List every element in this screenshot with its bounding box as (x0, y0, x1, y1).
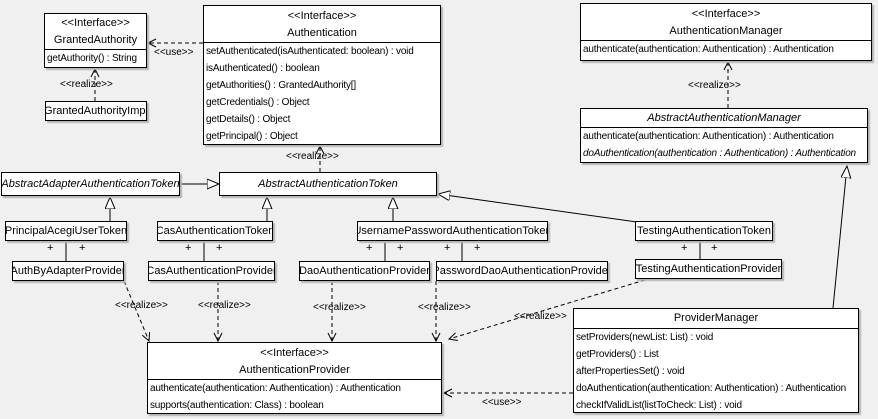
class-username-password-authentication-token[interactable]: UsernamePasswordAuthenticationToken (357, 221, 548, 241)
association-end-plus: + (79, 242, 86, 254)
class-name: TestingAuthenticationToken (637, 225, 771, 237)
association-end-plus: + (216, 242, 223, 254)
class-granted-authority[interactable]: <<Interface>> GrantedAuthority getAuthor… (44, 13, 147, 68)
use-label: <<use>> (154, 47, 194, 58)
class-name: AbstractAuthenticationManager (647, 112, 801, 124)
edge-realize-testingprovider[interactable] (447, 279, 646, 342)
method-label: supports(authentication: Class) : boolea… (150, 400, 324, 411)
method-label: getAuthorities() : GrantedAuthority[] (206, 80, 356, 91)
method-label: authenticate(authentication: Authenticat… (150, 383, 401, 394)
class-abstract-authentication-token[interactable]: AbstractAuthenticationToken (219, 172, 437, 196)
class-name: AbstractAuthenticationToken (258, 178, 398, 190)
method-label: getCredentials() : Object (206, 97, 310, 108)
class-granted-authority-impl[interactable]: GrantedAuthorityImpl (45, 101, 147, 121)
stereotype-label: <<Interface>> (691, 8, 761, 20)
class-auth-by-adapter-provider[interactable]: AuthByAdapterProvider (12, 261, 124, 281)
realize-label: <<realize>> (313, 302, 366, 313)
association-end-plus: + (397, 242, 404, 254)
class-name: GrantedAuthority (53, 34, 138, 46)
realize-label: <<realize>> (418, 302, 471, 313)
class-name: CasAuthenticationProvider (148, 265, 275, 277)
method-label: doAuthentication(authentication : Authen… (583, 148, 856, 159)
class-name: AuthenticationProvider (239, 364, 350, 376)
class-provider-manager[interactable]: ProviderManager setProviders(newList: Li… (573, 308, 859, 413)
class-authentication-manager[interactable]: <<Interface>> AuthenticationManager auth… (580, 3, 872, 61)
method-label: authenticate(authentication: Authenticat… (583, 44, 834, 55)
realize-label: <<realize>> (286, 151, 339, 162)
association-end-plus: + (711, 242, 718, 254)
edge-gen-testingtoken[interactable] (438, 194, 638, 223)
class-name: PrincipalAcegiUserToken (5, 225, 127, 237)
class-cas-authentication-provider[interactable]: CasAuthenticationProvider (148, 261, 275, 281)
method-label: authenticate(authentication: Authenticat… (583, 131, 834, 142)
class-name: PasswordDaoAuthenticationProvider (436, 265, 608, 277)
method-label: getAuthority() : String (47, 53, 137, 64)
stereotype-label: <<Interface>> (287, 10, 357, 22)
edge-gen-providermanager[interactable] (832, 166, 847, 309)
class-testing-authentication-provider[interactable]: TestingAuthenticationProvider (635, 259, 782, 279)
method-label: getDetails() : Object (206, 114, 291, 125)
method-label: setProviders(newList: List) : void (576, 332, 714, 343)
method-label: getProviders() : List (576, 349, 659, 360)
association-end-plus: + (366, 242, 373, 254)
class-testing-authentication-token[interactable]: TestingAuthenticationToken (635, 221, 773, 241)
class-name: AuthByAdapterProvider (12, 265, 124, 277)
class-name: DaoAuthenticationProvider (299, 265, 430, 277)
class-name: CasAuthenticationToken (157, 225, 273, 237)
class-cas-authentication-token[interactable]: CasAuthenticationToken (157, 221, 273, 241)
stereotype-label: <<Interface>> (260, 347, 329, 359)
association-end-plus: + (681, 242, 688, 254)
association-end-plus: + (47, 242, 54, 254)
association-end-plus: + (444, 242, 451, 254)
class-authentication[interactable]: <<Interface>> Authentication setAuthenti… (203, 5, 441, 145)
realize-label: <<realize>> (688, 80, 741, 91)
class-abstract-adapter-authentication-token[interactable]: AbstractAdapterAuthenticationToken (1, 172, 180, 196)
class-name: TestingAuthenticationProvider (635, 263, 782, 275)
class-name: AbstractAdapterAuthenticationToken (1, 178, 180, 190)
realize-label: <<realize>> (198, 300, 251, 311)
class-name: Authentication (287, 27, 357, 39)
edge-realize-authbyadapterprovider[interactable] (123, 280, 151, 343)
stereotype-label: <<Interface>> (61, 17, 130, 29)
realize-label: <<realize>> (60, 79, 113, 90)
class-name: ProviderManager (673, 312, 759, 324)
method-label: getPrincipal() : Object (206, 131, 298, 142)
method-label: afterPropertiesSet() : void (576, 366, 685, 377)
method-label: setAuthenticated(isAuthenticated: boolea… (206, 46, 414, 57)
class-abstract-authentication-manager[interactable]: AbstractAuthenticationManager authentica… (580, 108, 868, 163)
method-label: checkIfValidList(listToCheck: List) : vo… (576, 400, 742, 411)
use-label: <<use>> (482, 397, 522, 408)
association-end-plus: + (185, 242, 192, 254)
class-password-dao-authentication-provider[interactable]: PasswordDaoAuthenticationProvider (436, 261, 608, 281)
method-label: doAuthentication(authentication: Authent… (576, 383, 846, 394)
class-name: AuthenticationManager (669, 25, 783, 37)
class-name: GrantedAuthorityImpl (45, 105, 147, 117)
class-principal-acegi-user-token[interactable]: PrincipalAcegiUserToken (5, 221, 127, 241)
class-dao-authentication-provider[interactable]: DaoAuthenticationProvider (299, 261, 430, 281)
method-label: isAuthenticated() : boolean (206, 63, 320, 74)
realize-label: <<realize>> (115, 300, 168, 311)
class-name: UsernamePasswordAuthenticationToken (357, 225, 548, 237)
association-end-plus: + (474, 242, 481, 254)
realize-label: <<realize>> (514, 311, 567, 322)
class-authentication-provider[interactable]: <<Interface>> AuthenticationProvider aut… (147, 342, 442, 414)
